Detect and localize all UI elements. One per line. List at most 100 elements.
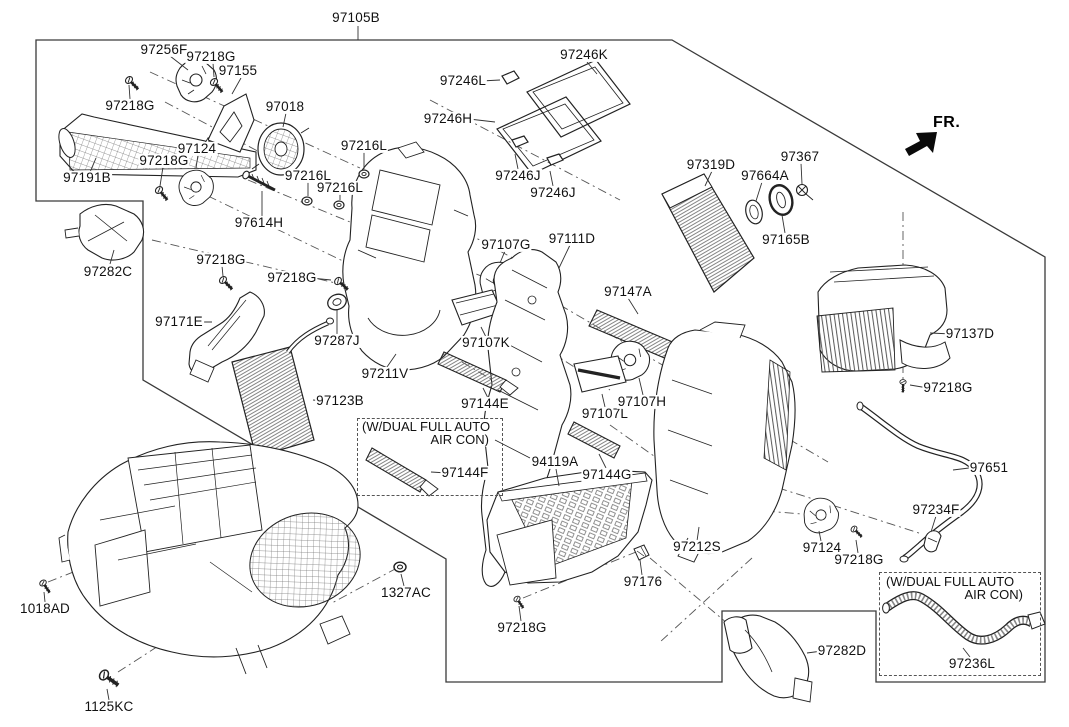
part-label-97144g[interactable]: 97144G bbox=[581, 466, 633, 483]
part-label-97614h[interactable]: 97614H bbox=[233, 214, 285, 231]
part-97282C-bracket-drawing bbox=[64, 203, 145, 261]
nut-97216L-1-drawing bbox=[358, 169, 370, 179]
fr-direction-arrow bbox=[905, 132, 937, 156]
part-label-97256f[interactable]: 97256F bbox=[139, 41, 189, 58]
part-97124-upper-actuator-drawing bbox=[178, 169, 214, 206]
part-label-97287j[interactable]: 97287J bbox=[313, 332, 361, 349]
part-label-97144e[interactable]: 97144E bbox=[460, 395, 510, 412]
part-97236L-hose-drawing bbox=[882, 591, 1046, 645]
part-label-97147a[interactable]: 97147A bbox=[603, 283, 653, 300]
part-label-97107h[interactable]: 97107H bbox=[616, 393, 668, 410]
part-97137D-cover-drawing bbox=[816, 264, 951, 373]
part-label-97651[interactable]: 97651 bbox=[968, 459, 1010, 476]
part-97282D-cover-drawing bbox=[723, 614, 813, 703]
part-label-97282d[interactable]: 97282D bbox=[816, 642, 868, 659]
part-97144G-louver-rod-drawing bbox=[567, 421, 621, 459]
part-label-97218g[interactable]: 97218G bbox=[922, 379, 974, 396]
part-blower-main-assembly-drawing bbox=[58, 441, 361, 675]
part-97144E-louver-rod-drawing bbox=[437, 351, 519, 396]
part-97319D-evaporator-drawing bbox=[661, 173, 755, 293]
part-97171E-bracket-drawing bbox=[188, 291, 265, 383]
option-note-line1: (W/DUAL FULL AUTO bbox=[885, 574, 1016, 589]
option-note-line2: AIR CON) bbox=[429, 432, 490, 447]
part-97124-lower-actuator-drawing bbox=[798, 492, 844, 539]
nut-97216L-2-drawing bbox=[301, 196, 313, 206]
screw-97218G-mid-left-drawing bbox=[152, 183, 172, 204]
part-97614H-bolt-drawing bbox=[242, 170, 276, 192]
part-label-97137d[interactable]: 97137D bbox=[944, 325, 996, 342]
part-label-97124[interactable]: 97124 bbox=[176, 140, 218, 157]
part-label-97211v[interactable]: 97211V bbox=[360, 365, 410, 382]
part-97165B-grommet-drawing bbox=[768, 184, 794, 216]
part-label-97123b[interactable]: 97123B bbox=[315, 392, 365, 409]
option-note-line1: (W/DUAL FULL AUTO bbox=[361, 419, 492, 434]
part-97211V-housing-drawing bbox=[342, 141, 477, 371]
part-label-97216l[interactable]: 97216L bbox=[283, 167, 333, 184]
part-label-97216l[interactable]: 97216L bbox=[339, 137, 389, 154]
part-label-97218g[interactable]: 97218G bbox=[195, 251, 247, 268]
dual-ac-option-box-2: (W/DUAL FULL AUTO AIR CON) bbox=[879, 572, 1041, 676]
part-label-97236l[interactable]: 97236L bbox=[947, 655, 997, 672]
part-97246-seal-set-drawing bbox=[496, 59, 631, 175]
screw-97218G-bottom-right-drawing bbox=[848, 523, 866, 541]
part-97144F-louver-rod-drawing bbox=[365, 447, 439, 497]
part-label-97107l[interactable]: 97107L bbox=[580, 405, 630, 422]
part-97367-clip-drawing bbox=[795, 183, 814, 201]
part-label-97246j[interactable]: 97246J bbox=[529, 184, 577, 201]
part-label-97282c[interactable]: 97282C bbox=[82, 263, 134, 280]
part-label-97367[interactable]: 97367 bbox=[779, 148, 821, 165]
part-label-97171e[interactable]: 97171E bbox=[154, 313, 204, 330]
part-97212S-housing-drawing bbox=[653, 321, 796, 563]
part-label-97176[interactable]: 97176 bbox=[622, 573, 664, 590]
part-label-1018ad[interactable]: 1018AD bbox=[19, 600, 71, 617]
part-label-97111d[interactable]: 97111D bbox=[547, 230, 597, 247]
part-label-1125kc[interactable]: 1125KC bbox=[83, 698, 135, 715]
part-label-97234f[interactable]: 97234F bbox=[911, 501, 961, 518]
option-note-line2: AIR CON) bbox=[963, 587, 1024, 602]
part-label-97218g[interactable]: 97218G bbox=[496, 619, 548, 636]
part-label-97218g[interactable]: 97218G bbox=[833, 551, 885, 568]
part-label-97107k[interactable]: 97107K bbox=[461, 334, 511, 351]
part-97664A-grommet-drawing bbox=[745, 199, 763, 225]
nut-1327AC-drawing bbox=[393, 561, 407, 573]
part-97176-clip-drawing bbox=[633, 544, 650, 561]
part-label-97165b[interactable]: 97165B bbox=[761, 231, 811, 248]
part-97234F-cap-drawing bbox=[923, 530, 942, 553]
part-label-97664a[interactable]: 97664A bbox=[740, 167, 790, 184]
screw-97218G-left-drawing bbox=[122, 73, 143, 94]
part-label-97216l[interactable]: 97216L bbox=[315, 179, 365, 196]
screw-97218G-right-drawing bbox=[898, 378, 908, 394]
label-leader-lines bbox=[43, 26, 971, 701]
nut-97216L-3-drawing bbox=[333, 200, 345, 210]
part-label-1327ac[interactable]: 1327AC bbox=[380, 584, 432, 601]
part-label-97218g[interactable]: 97218G bbox=[138, 152, 190, 169]
screw-97218G-center-drawing bbox=[216, 273, 237, 294]
part-label-97018[interactable]: 97018 bbox=[264, 98, 306, 115]
part-label-97107g[interactable]: 97107G bbox=[480, 236, 532, 253]
part-label-97218g[interactable]: 97218G bbox=[104, 97, 156, 114]
part-label-97218g[interactable]: 97218G bbox=[185, 48, 237, 65]
dual-ac-option-box-1: (W/DUAL FULL AUTO AIR CON) bbox=[357, 418, 503, 496]
part-label-97212s[interactable]: 97212S bbox=[672, 538, 722, 555]
part-97018-disc-drawing bbox=[251, 122, 310, 176]
part-97155-bracket-drawing bbox=[201, 93, 255, 153]
part-97651-pipe-drawing bbox=[856, 401, 983, 563]
part-label-94119a[interactable]: 94119A bbox=[530, 453, 580, 470]
part-97123B-heater-core-drawing bbox=[231, 317, 334, 458]
part-label-97124[interactable]: 97124 bbox=[801, 539, 843, 556]
part-label-97218g[interactable]: 97218G bbox=[266, 269, 318, 286]
part-label-97319d[interactable]: 97319D bbox=[685, 156, 737, 173]
part-label-97246l[interactable]: 97246L bbox=[438, 72, 488, 89]
part-label-97191b[interactable]: 97191B bbox=[62, 169, 112, 186]
fr-direction-label: FR. bbox=[933, 114, 961, 131]
part-label-97105b[interactable]: 97105B bbox=[331, 9, 381, 26]
part-97107L-tray-drawing bbox=[573, 355, 627, 393]
part-label-97144f[interactable]: 97144F bbox=[440, 464, 490, 481]
part-label-97246j[interactable]: 97246J bbox=[494, 167, 542, 184]
part-label-97155[interactable]: 97155 bbox=[217, 62, 259, 79]
bolt-1125KC-drawing bbox=[95, 666, 124, 692]
part-label-97246h[interactable]: 97246H bbox=[422, 110, 474, 127]
part-label-97246k[interactable]: 97246K bbox=[559, 46, 609, 63]
part-97287J-grommet-drawing bbox=[327, 293, 347, 311]
